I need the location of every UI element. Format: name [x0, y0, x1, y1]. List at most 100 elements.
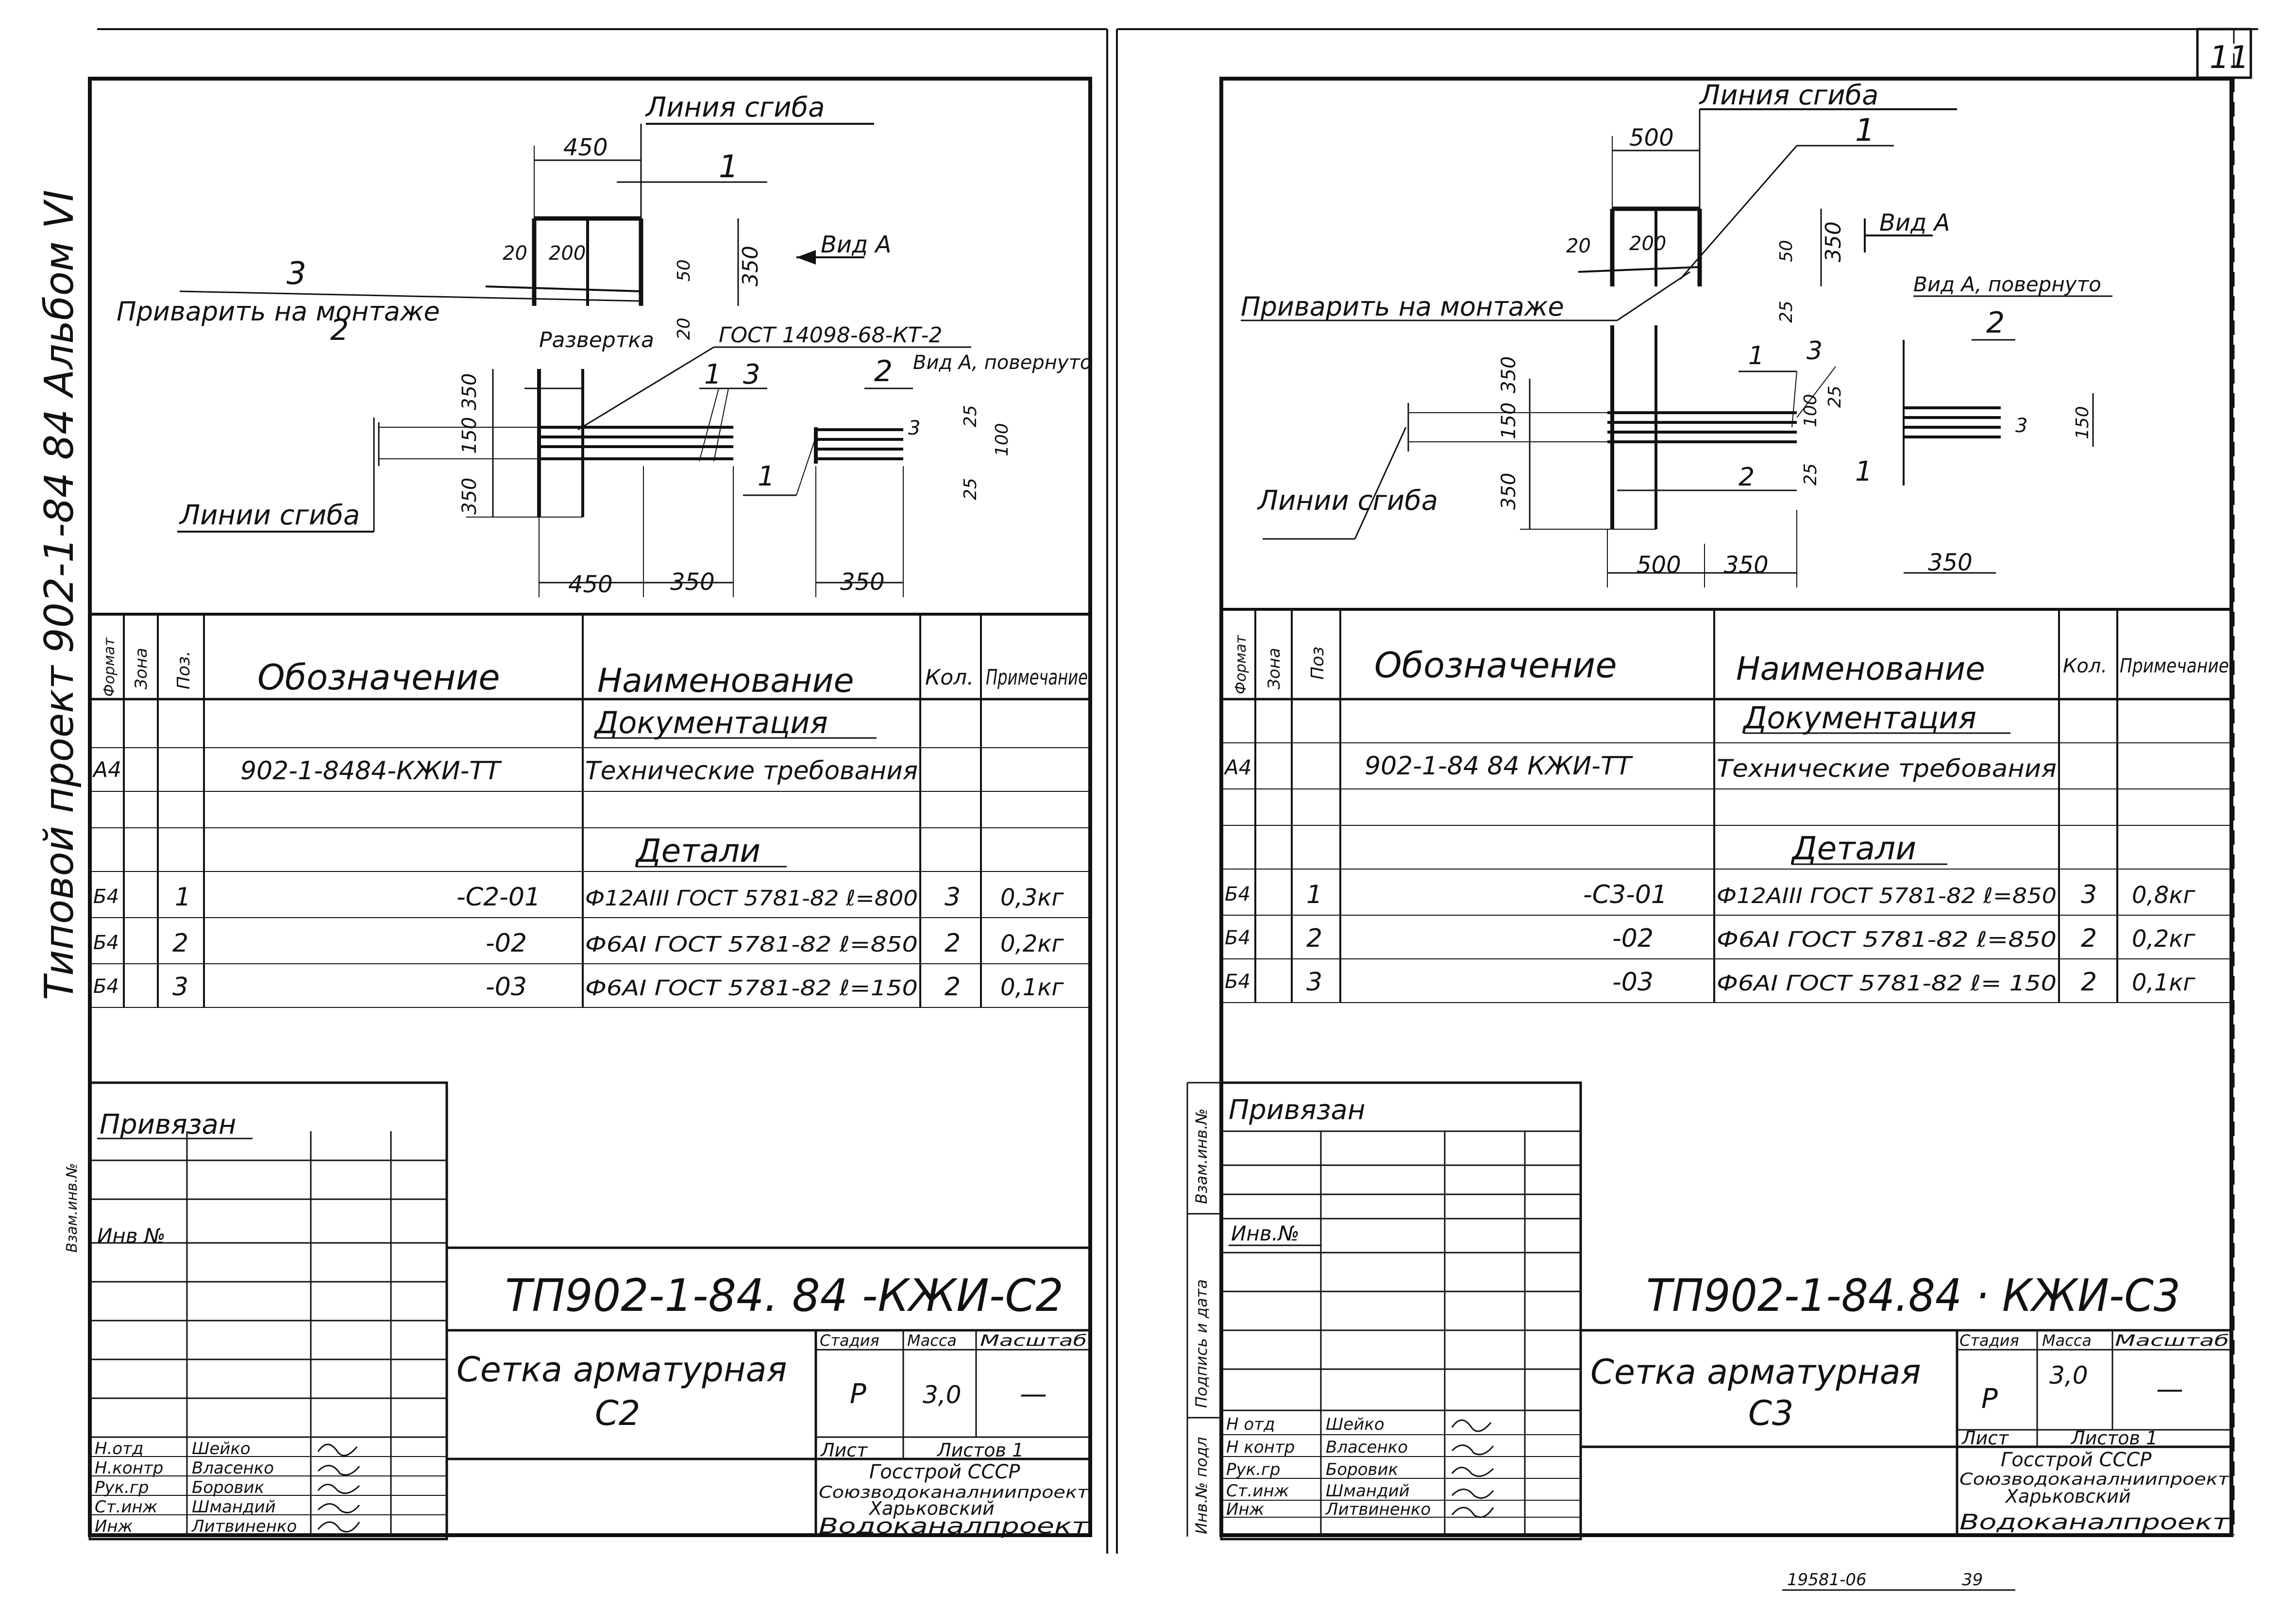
right-side-label-1: Подпись и дата [1192, 1279, 1211, 1408]
row2-pos: 2 [172, 929, 188, 958]
r-dim-150-va: 150 [2073, 406, 2093, 439]
r-dim-25-b: 25 [1801, 463, 1821, 486]
r-role-3: Ст.инж [1226, 1481, 1289, 1501]
dim-25-b: 25 [961, 478, 980, 500]
view-a-rotated-label: Вид А, повернуто [913, 352, 1092, 374]
r-org-0: Госстрой СССР [2001, 1449, 2152, 1471]
mass-hdr: Масса [907, 1331, 957, 1350]
scale-hdr: Масштаб [980, 1331, 1087, 1350]
dim-450-top: 450 [563, 134, 608, 161]
hdr-note: Примечание [986, 665, 1088, 690]
r-row2-designation: -02 [1612, 924, 1654, 953]
r-role-0: Н отд [1226, 1415, 1275, 1434]
org-3: Водоканалпроект [819, 1514, 1089, 1539]
signature-2 [317, 1484, 360, 1494]
hdr-zone: Зона [132, 648, 151, 689]
hdr-name: Наименование [597, 662, 854, 700]
r-linked-label: Привязан [1229, 1094, 1365, 1126]
r-dim-350-bottom: 350 [1724, 552, 1769, 579]
r-row0-name: Технические требования [1717, 754, 2057, 783]
signatures: Н.отд Н.контр Рук.гр Ст.инж Инж Шейко Вл… [95, 1439, 360, 1536]
pos-2-callout: 2 [330, 313, 349, 347]
inv-label: Инв № [97, 1224, 166, 1248]
r-bend-lines-label: Линии сгиба [1257, 485, 1438, 517]
r-dim-25-a: 25 [1825, 385, 1845, 408]
weld-note: Приварить на монтаже [117, 296, 440, 327]
title-line2: С2 [595, 1393, 640, 1433]
sheet-hdr: Лист [820, 1440, 868, 1461]
r-dim-200: 200 [1629, 233, 1666, 255]
row3-designation: -03 [486, 972, 527, 1002]
r-weld-note: Приварить на монтаже [1241, 291, 1564, 322]
role-1: Н.контр [95, 1458, 163, 1478]
r-signature-3 [1451, 1489, 1494, 1499]
right-sheet: 11 Взам.инв.№ Подпись и дата Инв.№ подл … [1116, 28, 2258, 1591]
dim-350-va: 350 [840, 569, 885, 596]
view-a-rotated: Вид А, повернуто 2 3 25 100 25 1 350 [743, 352, 1092, 597]
role-2: Рук.гр [95, 1478, 149, 1497]
r-unfolded-mesh: 350 150 350 2 1 3 100 25 25 500 350 [1407, 325, 1845, 587]
row0-designation: 902-1-8484-КЖИ-ТТ [240, 756, 502, 786]
stage-hdr: Стадия [820, 1331, 879, 1350]
r-row1-note: 0,8кг [2132, 882, 2195, 909]
r-hdr-zone: Зона [1265, 648, 1284, 689]
r-row1-qty: 3 [2081, 880, 2097, 909]
r-scale-hdr: Масштаб [2115, 1331, 2229, 1350]
view-a-label: Вид А [821, 231, 891, 258]
row2-fmt: Б4 [93, 932, 119, 954]
r-view-a-rotated: Вид А, повернуто [1913, 272, 2101, 296]
stage-value: Р [850, 1378, 866, 1410]
r-pos-1-callout: 1 [1855, 113, 1875, 149]
row2-note: 0,2кг [1000, 930, 1064, 957]
left-side-label: Взам.инв.№ [64, 1163, 81, 1253]
pos-3-va: 3 [908, 417, 920, 439]
name-0: Шейко [192, 1439, 251, 1458]
unfolded-mesh: 350 150 350 450 350 1 3 [378, 359, 767, 598]
bend-lines-label: Линии сгиба [179, 500, 360, 531]
title-line1: Сетка арматурная [456, 1350, 787, 1390]
role-3: Ст.инж [95, 1497, 158, 1517]
r-row3-pos: 3 [1306, 968, 1322, 997]
dim-350-b: 350 [458, 478, 481, 515]
right-spec-table: Формат Зона Поз Обозначение Наименование… [1221, 608, 2231, 1003]
r-spec-row-1: Б4 1 -С3-01 Ф12АIII ГОСТ 5781-82 ℓ=850 3… [1225, 880, 2195, 909]
r-signature-2 [1451, 1467, 1494, 1477]
org-1: Союзводоканалниипроект [819, 1483, 1089, 1502]
name-1: Власенко [192, 1458, 274, 1478]
name-3: Шмандий [192, 1497, 276, 1517]
row3-fmt: Б4 [93, 975, 119, 998]
r-org-2: Харьковский [2005, 1486, 2131, 1507]
side-caption: Типовой проект 902-1-84 84 Альбом VI [36, 190, 83, 1000]
r-hdr-note: Примечание [2120, 655, 2229, 677]
org-2: Харьковский [868, 1498, 995, 1519]
r-dim-350: 350 [1821, 221, 1846, 262]
r-view-a-rotated-group: 2 3 150 1 350 [1855, 306, 2094, 576]
r-name-3: Шмандий [1326, 1481, 1410, 1501]
r-pos-3-mesh: 3 [1806, 336, 1823, 366]
r-section-parts: Детали [1790, 830, 1916, 867]
r-dim-350-a: 350 [1498, 356, 1520, 393]
row1-name: Ф12АIII ГОСТ 5781-82 ℓ=800 [585, 886, 918, 911]
dim-50: 50 [674, 259, 694, 282]
r-org-1: Союзводоканалниипроект [1959, 1470, 2229, 1489]
hdr-qty: Кол. [925, 665, 974, 690]
r-signature-0 [1451, 1419, 1492, 1432]
r-section-docs: Документация [1742, 700, 1976, 736]
r-row3-name: Ф6АI ГОСТ 5781-82 ℓ= 150 [1717, 971, 2057, 996]
name-2: Боровик [192, 1478, 265, 1497]
row2-designation: -02 [486, 929, 527, 958]
dim-20: 20 [503, 242, 527, 265]
r-name-4: Литвиненко [1325, 1500, 1431, 1519]
row1-qty: 3 [945, 883, 961, 912]
row0-fmt: А4 [92, 757, 121, 782]
dim-450-bottom: 450 [568, 571, 613, 598]
dim-150: 150 [458, 417, 481, 454]
r-hdr-pos: Поз [1308, 647, 1328, 680]
r-signatures: Н отд Н контр Рук.гр Ст.инж Инж Шейко Вл… [1226, 1415, 1494, 1519]
r-stage-hdr: Стадия [1959, 1331, 2019, 1350]
unfold-label: Развертка [539, 328, 654, 352]
row1-pos: 1 [175, 883, 191, 912]
r-dim-50: 50 [1776, 240, 1796, 262]
sheets-hdr: Листов 1 [936, 1440, 1024, 1461]
